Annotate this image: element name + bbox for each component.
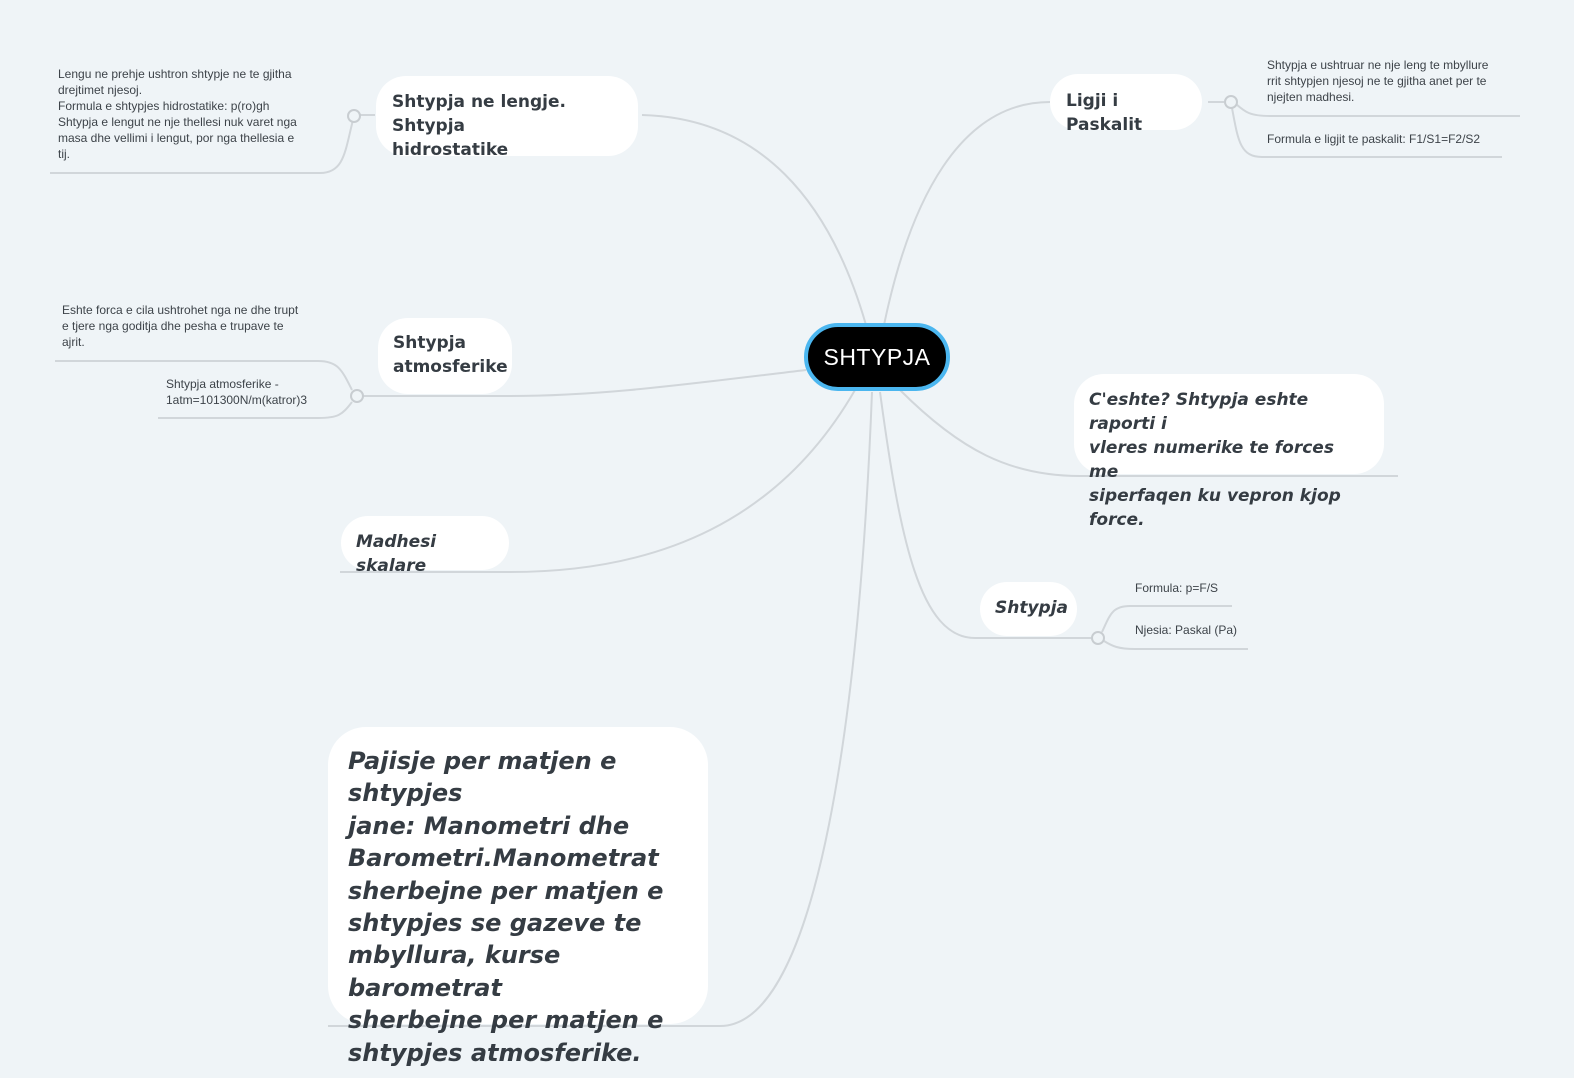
node-hydrostatic-pressure[interactable]: Shtypja ne lengje. Shtypja hidrostatike: [376, 76, 638, 160]
leaf-line: Eshte forca e cila ushtrohet nga ne dhe …: [62, 303, 299, 317]
node-label: Madhesi skalare: [356, 532, 437, 576]
node-line: shtypjes se gazeve te: [348, 909, 642, 938]
leaf-unit[interactable]: Njesia: Paskal (Pa): [1135, 622, 1237, 638]
node-label-line2: hidrostatike: [392, 140, 509, 160]
note-line: Formula e shtypjes hidrostatike: p(ro)gh: [58, 99, 270, 113]
node-shtypja[interactable]: Shtypja: [980, 582, 1077, 636]
leaf-formula[interactable]: Formula: p=F/S: [1135, 580, 1218, 596]
leaf-atmos-definition[interactable]: Eshte forca e cila ushtrohet nga ne dhe …: [62, 302, 298, 350]
node-label-line1: Shtypja: [393, 333, 467, 353]
leaf-line: rrit shtypjen njesoj ne te gjitha anet p…: [1267, 74, 1487, 88]
leaf-line: Formula e ligjit te paskalit: F1/S1=F2/S…: [1267, 132, 1481, 146]
node-label-line2: atmosferike: [393, 357, 508, 377]
central-node[interactable]: SHTYPJA: [804, 323, 950, 391]
leaf-atmos-value[interactable]: Shtypja atmosferike - 1atm=101300N/m(kat…: [166, 376, 307, 408]
node-pascal-law[interactable]: Ligji i Paskalit: [1050, 74, 1202, 135]
leaf-line: Njesia: Paskal (Pa): [1135, 623, 1238, 637]
leaf-line: 1atm=101300N/m(katror)3: [166, 393, 308, 407]
node-line: sherbejne per matjen e: [348, 1006, 664, 1035]
node-atmospheric-pressure[interactable]: Shtypja atmosferike: [378, 318, 512, 394]
note-line: tij.: [58, 147, 70, 161]
node-line: shtypjes atmosferike.: [348, 1038, 642, 1067]
note-line: Shtypja e lengut ne nje thellesi nuk var…: [58, 115, 297, 129]
node-line: mbyllura, kurse barometrat: [348, 941, 561, 1002]
node-measuring-devices[interactable]: Pajisje per matjen e shtypjes jane: Mano…: [328, 727, 708, 1067]
node-line: siperfaqen ku vepron kjop force.: [1089, 486, 1341, 530]
node-line: vleres numerike te forces me: [1089, 438, 1334, 482]
note-hydrostatic[interactable]: Lengu ne prehje ushtron shtypje ne te gj…: [58, 66, 297, 162]
node-scalar-quantity[interactable]: Madhesi skalare: [341, 516, 509, 576]
central-label: SHTYPJA: [823, 343, 931, 370]
leaf-line: njejten madhesi.: [1267, 90, 1355, 104]
leaf-line: Formula: p=F/S: [1135, 581, 1219, 595]
leaf-pascal-formula[interactable]: Formula e ligjit te paskalit: F1/S1=F2/S…: [1267, 131, 1480, 147]
node-line: sherbejne per matjen e: [348, 876, 664, 905]
leaf-line: e tjere nga goditja dhe pesha e trupave …: [62, 319, 284, 333]
node-label: Shtypja: [995, 598, 1069, 618]
note-line: drejtimet njesoj.: [58, 83, 143, 97]
leaf-line: Shtypja atmosferike -: [166, 377, 279, 391]
node-line: jane: Manometri dhe: [348, 811, 630, 840]
node-line: Pajisje per matjen e shtypjes: [348, 747, 617, 808]
leaf-line: Shtypja e ushtruar ne nje leng te mbyllu…: [1267, 58, 1489, 72]
node-line: C'eshte? Shtypja eshte raporti i: [1089, 390, 1309, 434]
node-label-line1: Shtypja ne lengje. Shtypja: [392, 92, 566, 136]
node-line: Barometri.Manometrat: [348, 844, 659, 873]
note-line: masa dhe vellimi i lengut, por nga thell…: [58, 131, 295, 145]
note-line: Lengu ne prehje ushtron shtypje ne te gj…: [58, 67, 292, 81]
leaf-pascal-statement[interactable]: Shtypja e ushtruar ne nje leng te mbyllu…: [1267, 57, 1488, 105]
node-definition[interactable]: C'eshte? Shtypja eshte raporti i vleres …: [1074, 374, 1384, 530]
node-label: Ligji i Paskalit: [1066, 91, 1143, 135]
leaf-line: ajrit.: [62, 335, 85, 349]
